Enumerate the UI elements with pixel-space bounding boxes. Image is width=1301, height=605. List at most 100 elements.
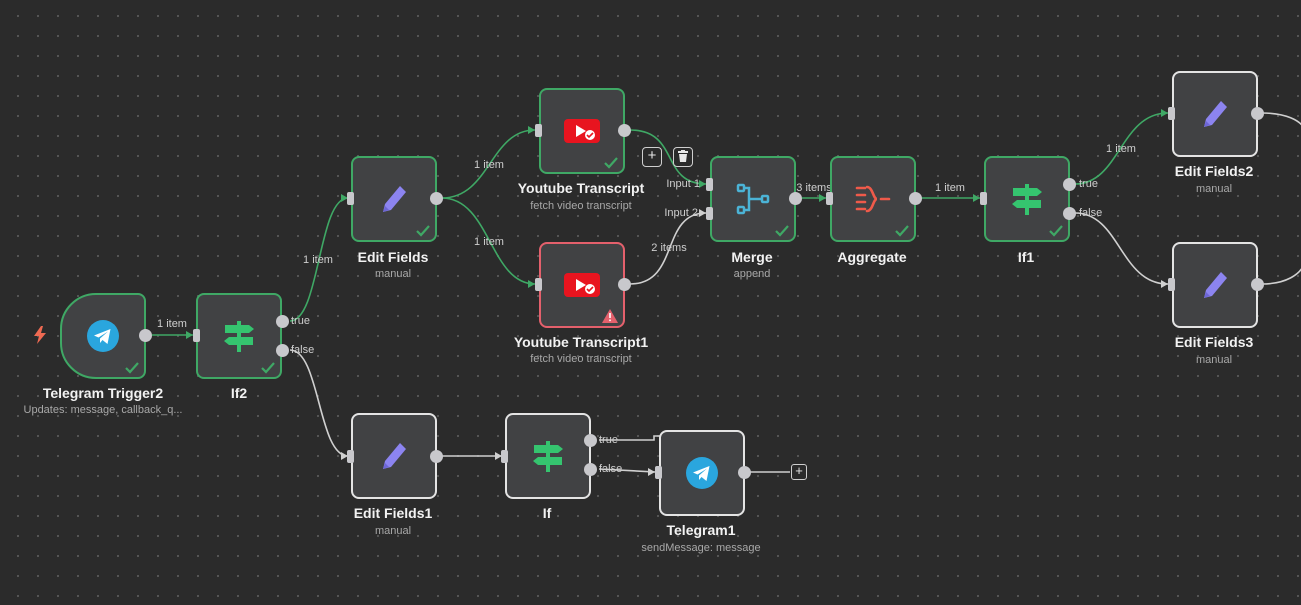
youtube-icon [564, 273, 600, 297]
input-port[interactable] [1168, 278, 1175, 291]
node-title: Telegram Trigger2 [42, 385, 164, 401]
edge-yt1-merge[interactable] [629, 129, 707, 185]
add-node-button[interactable]: + [642, 147, 662, 167]
input-port[interactable] [1168, 107, 1175, 120]
node-if2[interactable] [196, 293, 282, 379]
edge-if2-editfields[interactable] [289, 197, 349, 322]
warning-icon [602, 309, 618, 323]
output-port[interactable] [1251, 278, 1264, 291]
node-subtitle: manual [374, 525, 412, 537]
success-check-icon [1049, 225, 1063, 237]
add-next-node-button[interactable]: + [791, 464, 807, 480]
node-aggregate[interactable] [830, 156, 916, 242]
edge-label: 1 item [474, 236, 504, 248]
input-port[interactable] [980, 192, 987, 205]
edge-if1-ef2[interactable] [1074, 112, 1169, 185]
input-port[interactable] [347, 192, 354, 205]
node-subtitle: append [733, 268, 771, 280]
output-label-false: false [599, 463, 623, 475]
node-title: Edit Fields3 [1174, 334, 1254, 350]
if-signpost-icon [1012, 184, 1042, 215]
output-label-true: true [1079, 178, 1098, 190]
node-subtitle: Updates: message, callback_q... [23, 404, 183, 416]
edge-if1-ef3[interactable] [1074, 212, 1169, 285]
node-youtube-transcript[interactable] [539, 88, 625, 174]
input-port-2[interactable] [706, 207, 713, 220]
input-port[interactable] [193, 329, 200, 342]
pencil-icon [383, 443, 406, 469]
node-subtitle: fetch video transcript [530, 353, 632, 365]
delete-connection-button[interactable] [673, 147, 693, 167]
success-check-icon [125, 362, 139, 374]
pencil-icon [383, 186, 406, 212]
output-port[interactable] [618, 278, 631, 291]
output-label-false: false [1079, 207, 1103, 219]
node-telegram-trigger2[interactable] [60, 293, 146, 379]
node-title: Edit Fields2 [1174, 163, 1254, 179]
edge-label: 1 item [935, 182, 965, 194]
node-title: Edit Fields1 [353, 505, 433, 521]
input-label-2: Input 2 [664, 207, 698, 219]
node-title: Merge [731, 249, 773, 265]
input-port-1[interactable] [706, 178, 713, 191]
input-port[interactable] [655, 466, 662, 479]
node-title: Aggregate [837, 249, 907, 265]
input-port[interactable] [501, 450, 508, 463]
output-port[interactable] [618, 124, 631, 137]
output-port[interactable] [430, 450, 443, 463]
edge-yt2-merge[interactable] [629, 212, 707, 285]
node-title: Edit Fields [357, 249, 429, 265]
edge-ef3-out[interactable] [1261, 262, 1301, 285]
output-label-true: true [291, 315, 310, 327]
telegram-icon [87, 320, 119, 352]
node-telegram1[interactable] [659, 430, 745, 516]
pencil-icon [1204, 272, 1227, 298]
output-port[interactable] [1251, 107, 1264, 120]
output-port[interactable] [738, 466, 751, 479]
output-port-true[interactable] [584, 434, 597, 447]
input-port[interactable] [347, 450, 354, 463]
merge-icon [736, 183, 770, 215]
edge-edit-yt1[interactable] [441, 129, 536, 199]
output-port[interactable] [430, 192, 443, 205]
node-subtitle: sendMessage: message [641, 542, 761, 554]
trigger-bolt-icon [34, 326, 46, 344]
output-port-true[interactable] [276, 315, 289, 328]
edge-label: 3 items [796, 182, 832, 194]
node-edit-fields[interactable] [351, 156, 437, 242]
output-port-true[interactable] [1063, 178, 1076, 191]
output-port-false[interactable] [276, 344, 289, 357]
input-port[interactable] [826, 192, 833, 205]
output-port-false[interactable] [1063, 207, 1076, 220]
edge-ef2-out[interactable] [1261, 112, 1301, 130]
node-title: If [542, 505, 552, 521]
edge-edit-yt2[interactable] [441, 197, 536, 285]
input-port[interactable] [535, 124, 542, 137]
edge-label: 1 item [157, 318, 187, 330]
node-edit-fields1[interactable] [351, 413, 437, 499]
pencil-icon [1204, 101, 1227, 127]
edge-if-true[interactable] [599, 435, 660, 441]
input-label-1: Input 1 [666, 178, 700, 190]
node-youtube-transcript1[interactable] [539, 242, 625, 328]
node-if[interactable] [505, 413, 591, 499]
edge-if-telegram1[interactable] [598, 468, 656, 473]
node-title: If1 [1017, 249, 1035, 265]
node-if1[interactable] [984, 156, 1070, 242]
node-edit-fields3[interactable] [1172, 242, 1258, 328]
input-port[interactable] [535, 278, 542, 291]
output-port[interactable] [909, 192, 922, 205]
output-port[interactable] [789, 192, 802, 205]
telegram-icon [686, 457, 718, 489]
output-port[interactable] [139, 329, 152, 342]
edge-label: 1 item [1106, 143, 1136, 155]
node-edit-fields2[interactable] [1172, 71, 1258, 157]
edge-label: 2 items [651, 242, 687, 254]
node-merge[interactable] [710, 156, 796, 242]
aggregate-icon [855, 185, 891, 213]
output-port-false[interactable] [584, 463, 597, 476]
success-check-icon [604, 157, 618, 169]
edge-if2-editfields1[interactable] [289, 349, 349, 457]
output-label-false: false [291, 344, 315, 356]
